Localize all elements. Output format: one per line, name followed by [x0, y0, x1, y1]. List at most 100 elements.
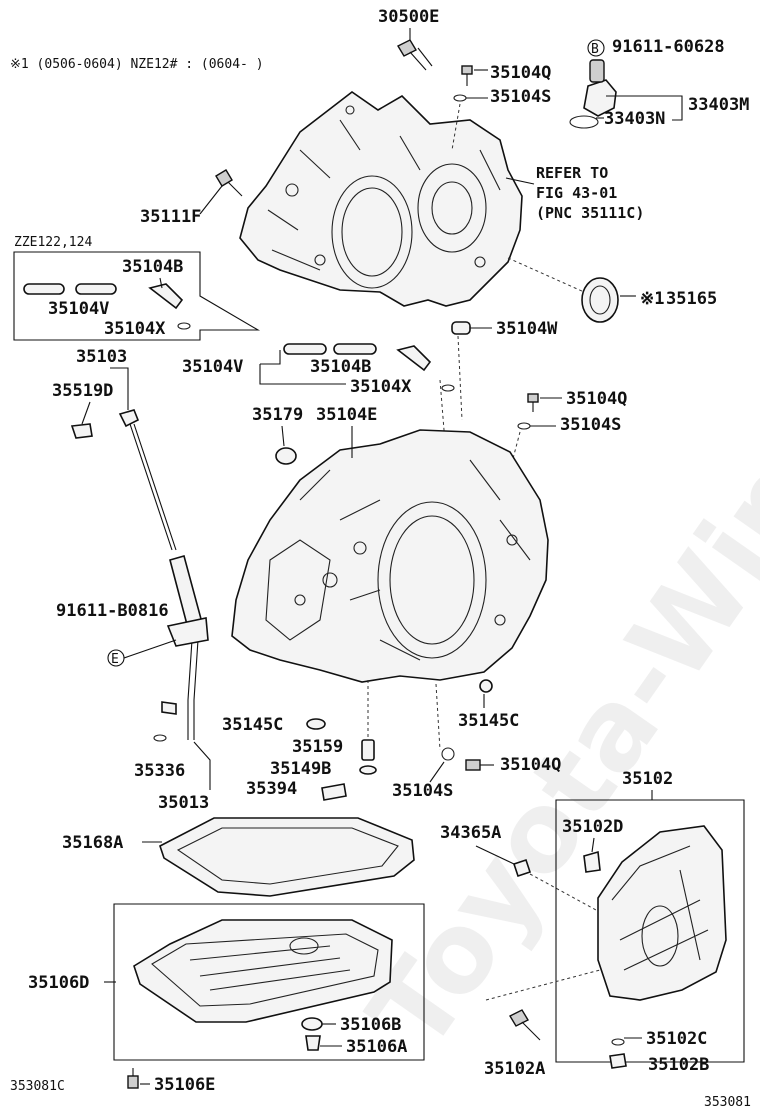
bolt-35111f[interactable]	[215, 169, 243, 197]
label-35519d[interactable]: 35519D	[52, 381, 113, 401]
label-35336[interactable]: 35336	[134, 761, 185, 781]
pipe-35104b[interactable]	[396, 345, 432, 372]
pipe-35104b-box[interactable]	[148, 283, 184, 310]
label-35102c[interactable]: 35102C	[646, 1029, 707, 1049]
block-35394[interactable]	[321, 783, 347, 801]
speed-sensor[interactable]	[569, 59, 617, 129]
label-35165[interactable]: 35165	[666, 289, 717, 309]
label-35104q-top[interactable]: 35104Q	[490, 63, 551, 83]
label-35104q-low[interactable]: 35104Q	[500, 755, 561, 775]
label-35149b[interactable]: 35149B	[270, 759, 331, 779]
circled-e-letter: E	[111, 652, 119, 667]
label-35111f[interactable]: 35111F	[140, 207, 201, 227]
label-35104x-box[interactable]: 35104X	[104, 319, 166, 339]
strainer-pipe-3[interactable]	[283, 343, 327, 355]
gasket-35149b[interactable]	[359, 765, 377, 775]
label-35102a[interactable]: 35102A	[484, 1059, 545, 1079]
plug-35179[interactable]	[275, 447, 297, 465]
gasket-35106b[interactable]	[301, 1017, 323, 1031]
label-35104x[interactable]: 35104X	[350, 377, 412, 397]
label-34365a[interactable]: 34365A	[440, 823, 501, 843]
dipstick-tube-35013[interactable]	[166, 555, 209, 740]
label-35159[interactable]: 35159	[292, 737, 343, 757]
label-35104b-box[interactable]: 35104B	[122, 257, 183, 277]
extension-box-frame	[555, 799, 745, 1063]
label-35106b[interactable]: 35106B	[340, 1015, 401, 1035]
label-35106e[interactable]: 35106E	[154, 1075, 215, 1095]
gasket-35145c-right[interactable]	[479, 679, 493, 693]
circled-e-icon: E	[107, 649, 125, 667]
label-35104e[interactable]: 35104E	[316, 405, 377, 425]
strainer-pipe-1[interactable]	[23, 283, 65, 295]
label-35145c-right[interactable]: 35145C	[458, 711, 519, 731]
gasket-35104s-low[interactable]	[441, 747, 455, 761]
figure-code-right: 353081	[704, 1095, 751, 1110]
bolt-35104q-low[interactable]	[465, 759, 494, 771]
refer-line-3: (PNC 35111C)	[536, 204, 644, 222]
label-35013[interactable]: 35013	[158, 793, 209, 813]
label-35145c-left[interactable]: 35145C	[222, 715, 283, 735]
oil-pan-box-frame	[113, 903, 425, 1061]
label-35179[interactable]: 35179	[252, 405, 303, 425]
label-33403m[interactable]: 33403M	[688, 95, 749, 115]
label-35104v-box[interactable]: 35104V	[48, 299, 109, 319]
label-30500e[interactable]: 30500E	[378, 7, 439, 27]
variant-box-title: ZZE122,124	[14, 235, 92, 250]
label-91611-b0816[interactable]: 91611-B0816	[56, 601, 169, 621]
plug-35159[interactable]	[361, 739, 375, 761]
oil-pan-35106d[interactable]	[133, 919, 393, 1023]
bolt-35106e[interactable]	[127, 1068, 139, 1089]
label-35104v[interactable]: 35104V	[182, 357, 243, 377]
plug-35102d[interactable]	[583, 850, 601, 873]
oil-pan-gasket-35168a[interactable]	[159, 817, 415, 897]
refer-line-2: FIG 43-01	[536, 184, 617, 202]
extension-housing-35102[interactable]	[597, 825, 727, 1001]
refer-line-1: REFER TO	[536, 164, 608, 182]
footnote: ※1 (0506-0604) NZE12# : (0604- )	[10, 57, 264, 72]
strainer-pipe-4[interactable]	[333, 343, 377, 355]
figure-code-left: 353081C	[10, 1079, 65, 1094]
mark-1-35165: ※1	[640, 289, 664, 309]
dipstick-35103[interactable]	[118, 409, 177, 551]
bolt-35102a[interactable]	[509, 1009, 541, 1041]
label-35104s-top[interactable]: 35104S	[490, 87, 551, 107]
label-91611-60628[interactable]: 91611-60628	[612, 37, 725, 57]
label-35394[interactable]: 35394	[246, 779, 297, 799]
label-35104s-low[interactable]: 35104S	[392, 781, 453, 801]
clip-35013[interactable]	[161, 701, 177, 715]
label-35104w[interactable]: 35104W	[496, 319, 558, 339]
strainer-pipe-2[interactable]	[75, 283, 117, 295]
bolt-35104q-mid[interactable]	[527, 393, 539, 412]
label-35103[interactable]: 35103	[76, 347, 127, 367]
label-35102d[interactable]: 35102D	[562, 817, 623, 837]
gasket-35104s-top[interactable]	[453, 94, 467, 102]
o-ring-35104x-box[interactable]	[177, 322, 191, 330]
label-35104b[interactable]: 35104B	[310, 357, 371, 377]
label-35102[interactable]: 35102	[622, 769, 673, 789]
pin-34365a[interactable]	[512, 858, 532, 878]
clip-35519d[interactable]	[70, 423, 93, 439]
plug-35106a[interactable]	[305, 1035, 321, 1051]
label-35106d[interactable]: 35106D	[28, 973, 89, 993]
label-35102b[interactable]: 35102B	[648, 1055, 709, 1075]
transaxle-housing[interactable]	[239, 91, 523, 307]
o-ring-35104x[interactable]	[441, 384, 455, 392]
label-35168a[interactable]: 35168A	[62, 833, 123, 853]
gasket-35104s-mid[interactable]	[517, 422, 531, 430]
gasket-35102c[interactable]	[611, 1038, 625, 1046]
plug-35102b[interactable]	[609, 1053, 627, 1069]
label-35104q-mid[interactable]: 35104Q	[566, 389, 627, 409]
oil-seal-35165[interactable]	[581, 277, 619, 323]
bolt-30500e[interactable]	[397, 39, 433, 71]
label-33403n[interactable]: 33403N	[604, 109, 665, 129]
variant-box-frame	[13, 251, 261, 341]
gasket-35145c-left[interactable]	[306, 718, 326, 730]
pin-35104w[interactable]	[451, 321, 471, 335]
o-ring-35336[interactable]	[153, 734, 167, 742]
transmission-case-35104e[interactable]	[231, 429, 549, 683]
label-35104s-mid[interactable]: 35104S	[560, 415, 621, 435]
label-35106a[interactable]: 35106A	[346, 1037, 407, 1057]
bolt-35104q-top[interactable]	[461, 65, 473, 86]
